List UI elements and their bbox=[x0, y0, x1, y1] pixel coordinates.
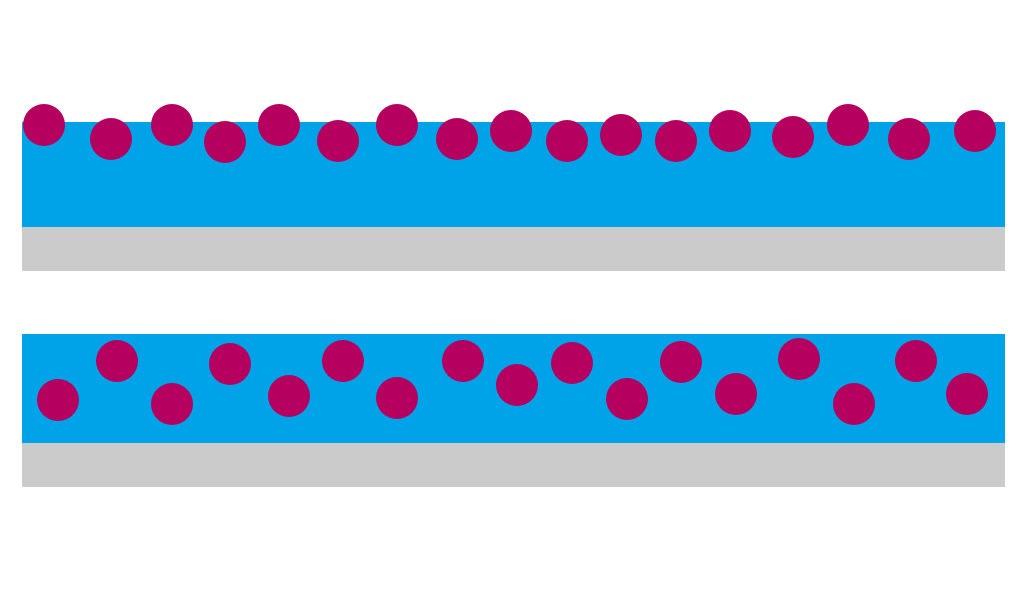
bottom-particle-15 bbox=[833, 383, 875, 425]
bottom-particle-14 bbox=[778, 338, 820, 380]
bottom-particle-1 bbox=[37, 379, 79, 421]
top-particle-13 bbox=[709, 110, 751, 152]
bottom-particle-13 bbox=[715, 373, 757, 415]
top-particle-11 bbox=[600, 114, 642, 156]
top-particle-7 bbox=[376, 104, 418, 146]
bottom-particle-2 bbox=[96, 340, 138, 382]
bottom-particle-9 bbox=[496, 364, 538, 406]
top-substrate-layer bbox=[22, 227, 1005, 271]
bottom-particle-12 bbox=[660, 341, 702, 383]
top-particle-2 bbox=[90, 118, 132, 160]
bottom-particle-4 bbox=[209, 343, 251, 385]
top-particle-5 bbox=[258, 104, 300, 146]
bottom-particle-16 bbox=[895, 340, 937, 382]
top-particle-9 bbox=[490, 110, 532, 152]
bottom-particle-6 bbox=[322, 340, 364, 382]
top-particle-6 bbox=[317, 120, 359, 162]
top-particle-3 bbox=[151, 104, 193, 146]
bottom-particle-5 bbox=[268, 375, 310, 417]
top-particle-8 bbox=[436, 118, 478, 160]
top-particle-15 bbox=[827, 104, 869, 146]
top-particle-10 bbox=[546, 120, 588, 162]
panel-top bbox=[22, 104, 1005, 271]
bottom-particle-3 bbox=[151, 383, 193, 425]
bottom-substrate-layer bbox=[22, 443, 1005, 487]
bottom-particle-17 bbox=[946, 373, 988, 415]
bottom-particles bbox=[37, 338, 988, 425]
top-particle-1 bbox=[23, 104, 65, 146]
top-particles bbox=[23, 104, 996, 163]
top-particle-12 bbox=[655, 120, 697, 162]
top-particle-4 bbox=[204, 121, 246, 163]
bottom-particle-7 bbox=[376, 377, 418, 419]
top-particle-14 bbox=[772, 116, 814, 158]
top-particle-17 bbox=[954, 110, 996, 152]
bottom-particle-10 bbox=[551, 342, 593, 384]
bottom-particle-11 bbox=[606, 378, 648, 420]
panel-bottom bbox=[22, 334, 1005, 487]
top-particle-16 bbox=[888, 118, 930, 160]
bottom-particle-8 bbox=[442, 340, 484, 382]
